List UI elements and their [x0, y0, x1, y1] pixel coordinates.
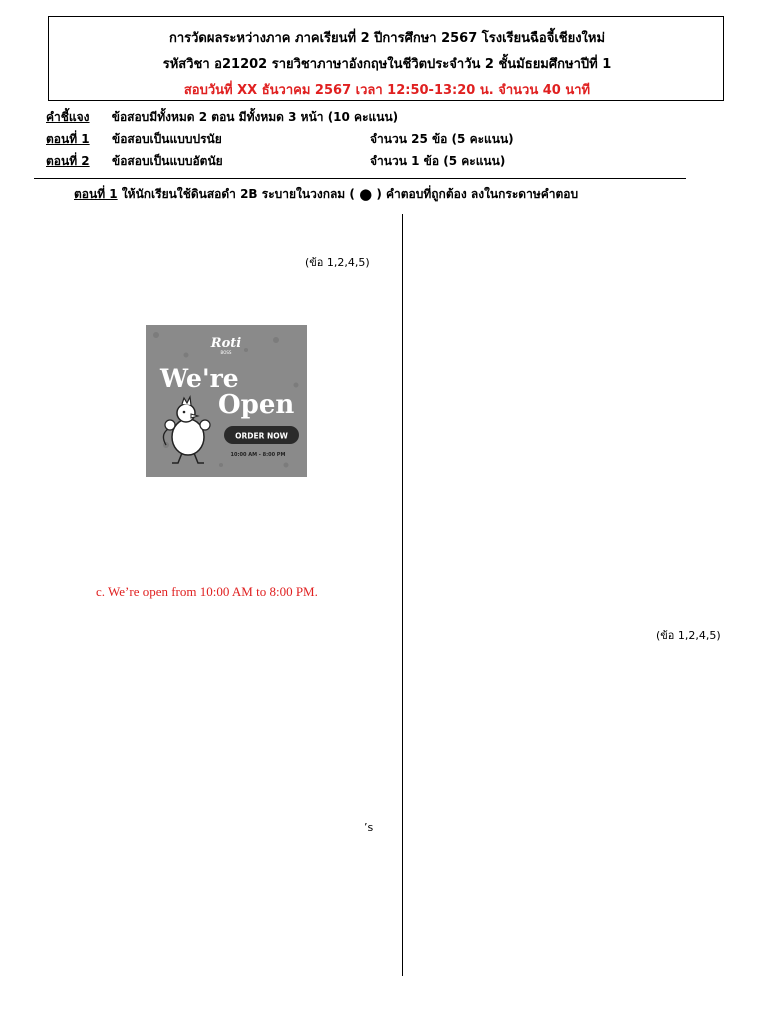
left-question-note: (ข้อ 1,2,4,5)	[305, 256, 370, 269]
part1-instruction: ตอนที่ 1 ให้นักเรียนใช้ดินสอดำ 2B ระบายใ…	[74, 185, 578, 204]
ad-headline-2: Open	[218, 390, 294, 420]
ad-brand-sub: BOSS	[221, 350, 232, 355]
header-schedule: สอบวันที่ XX ธันวาคม 2567 เวลา 12:50-13:…	[183, 83, 591, 98]
instructions-text: ข้อสอบมีทั้งหมด 2 ตอน มีทั้งหมด 3 หน้า (…	[111, 110, 399, 124]
part2-label: ตอนที่ 2	[46, 154, 90, 168]
ad-brand: Roti	[210, 336, 241, 351]
part1-desc: ข้อสอบเป็นแบบปรนัย	[112, 132, 222, 146]
were-open-ad-image: Roti BOSS We're Open ORDER NOW 10:00 AM …	[146, 325, 307, 477]
header-subject: รหัสวิชา อ21202 รายวิชาภาษาอังกฤษในชีวิต…	[162, 57, 612, 72]
part2-count: จำนวน 1 ข้อ (5 คะแนน)	[370, 154, 506, 168]
part1-label: ตอนที่ 1	[46, 132, 90, 146]
part1-count: จำนวน 25 ข้อ (5 คะแนน)	[370, 132, 514, 146]
part1-instruction-before: ให้นักเรียนใช้ดินสอดำ 2B ระบายในวงกลม (	[117, 187, 360, 201]
header-title: การวัดผลระหว่างภาค ภาคเรียนที่ 2 ปีการศึ…	[168, 31, 606, 46]
chicken-mascot-icon	[162, 394, 211, 464]
right-question-note: (ข้อ 1,2,4,5)	[656, 629, 721, 642]
filled-circle-icon: ●	[359, 185, 373, 203]
part1-instruction-after: ) คำตอบที่ถูกต้อง ลงในกระดาษคำตอบ	[372, 187, 579, 201]
order-now-label: ORDER NOW	[235, 432, 289, 441]
part2-desc: ข้อสอบเป็นแบบอัตนัย	[112, 154, 223, 168]
exam-header-box: การวัดผลระหว่างภาค ภาคเรียนที่ 2 ปีการศึ…	[48, 16, 724, 101]
column-divider	[402, 214, 403, 976]
text-fragment: ’s	[364, 821, 374, 834]
instructions-label: คำชี้แจง	[46, 110, 90, 124]
ad-hours: 10:00 AM - 8:00 PM	[231, 452, 286, 458]
instructions-row: คำชี้แจง ข้อสอบมีทั้งหมด 2 ตอน มีทั้งหมด…	[46, 108, 398, 127]
part1-instruction-label: ตอนที่ 1	[74, 187, 118, 201]
order-now-button	[224, 426, 299, 444]
section-divider	[34, 178, 686, 179]
answer-choice-c: c. We’re open from 10:00 AM to 8:00 PM.	[96, 584, 318, 599]
ad-headline-1: We're	[159, 364, 239, 393]
